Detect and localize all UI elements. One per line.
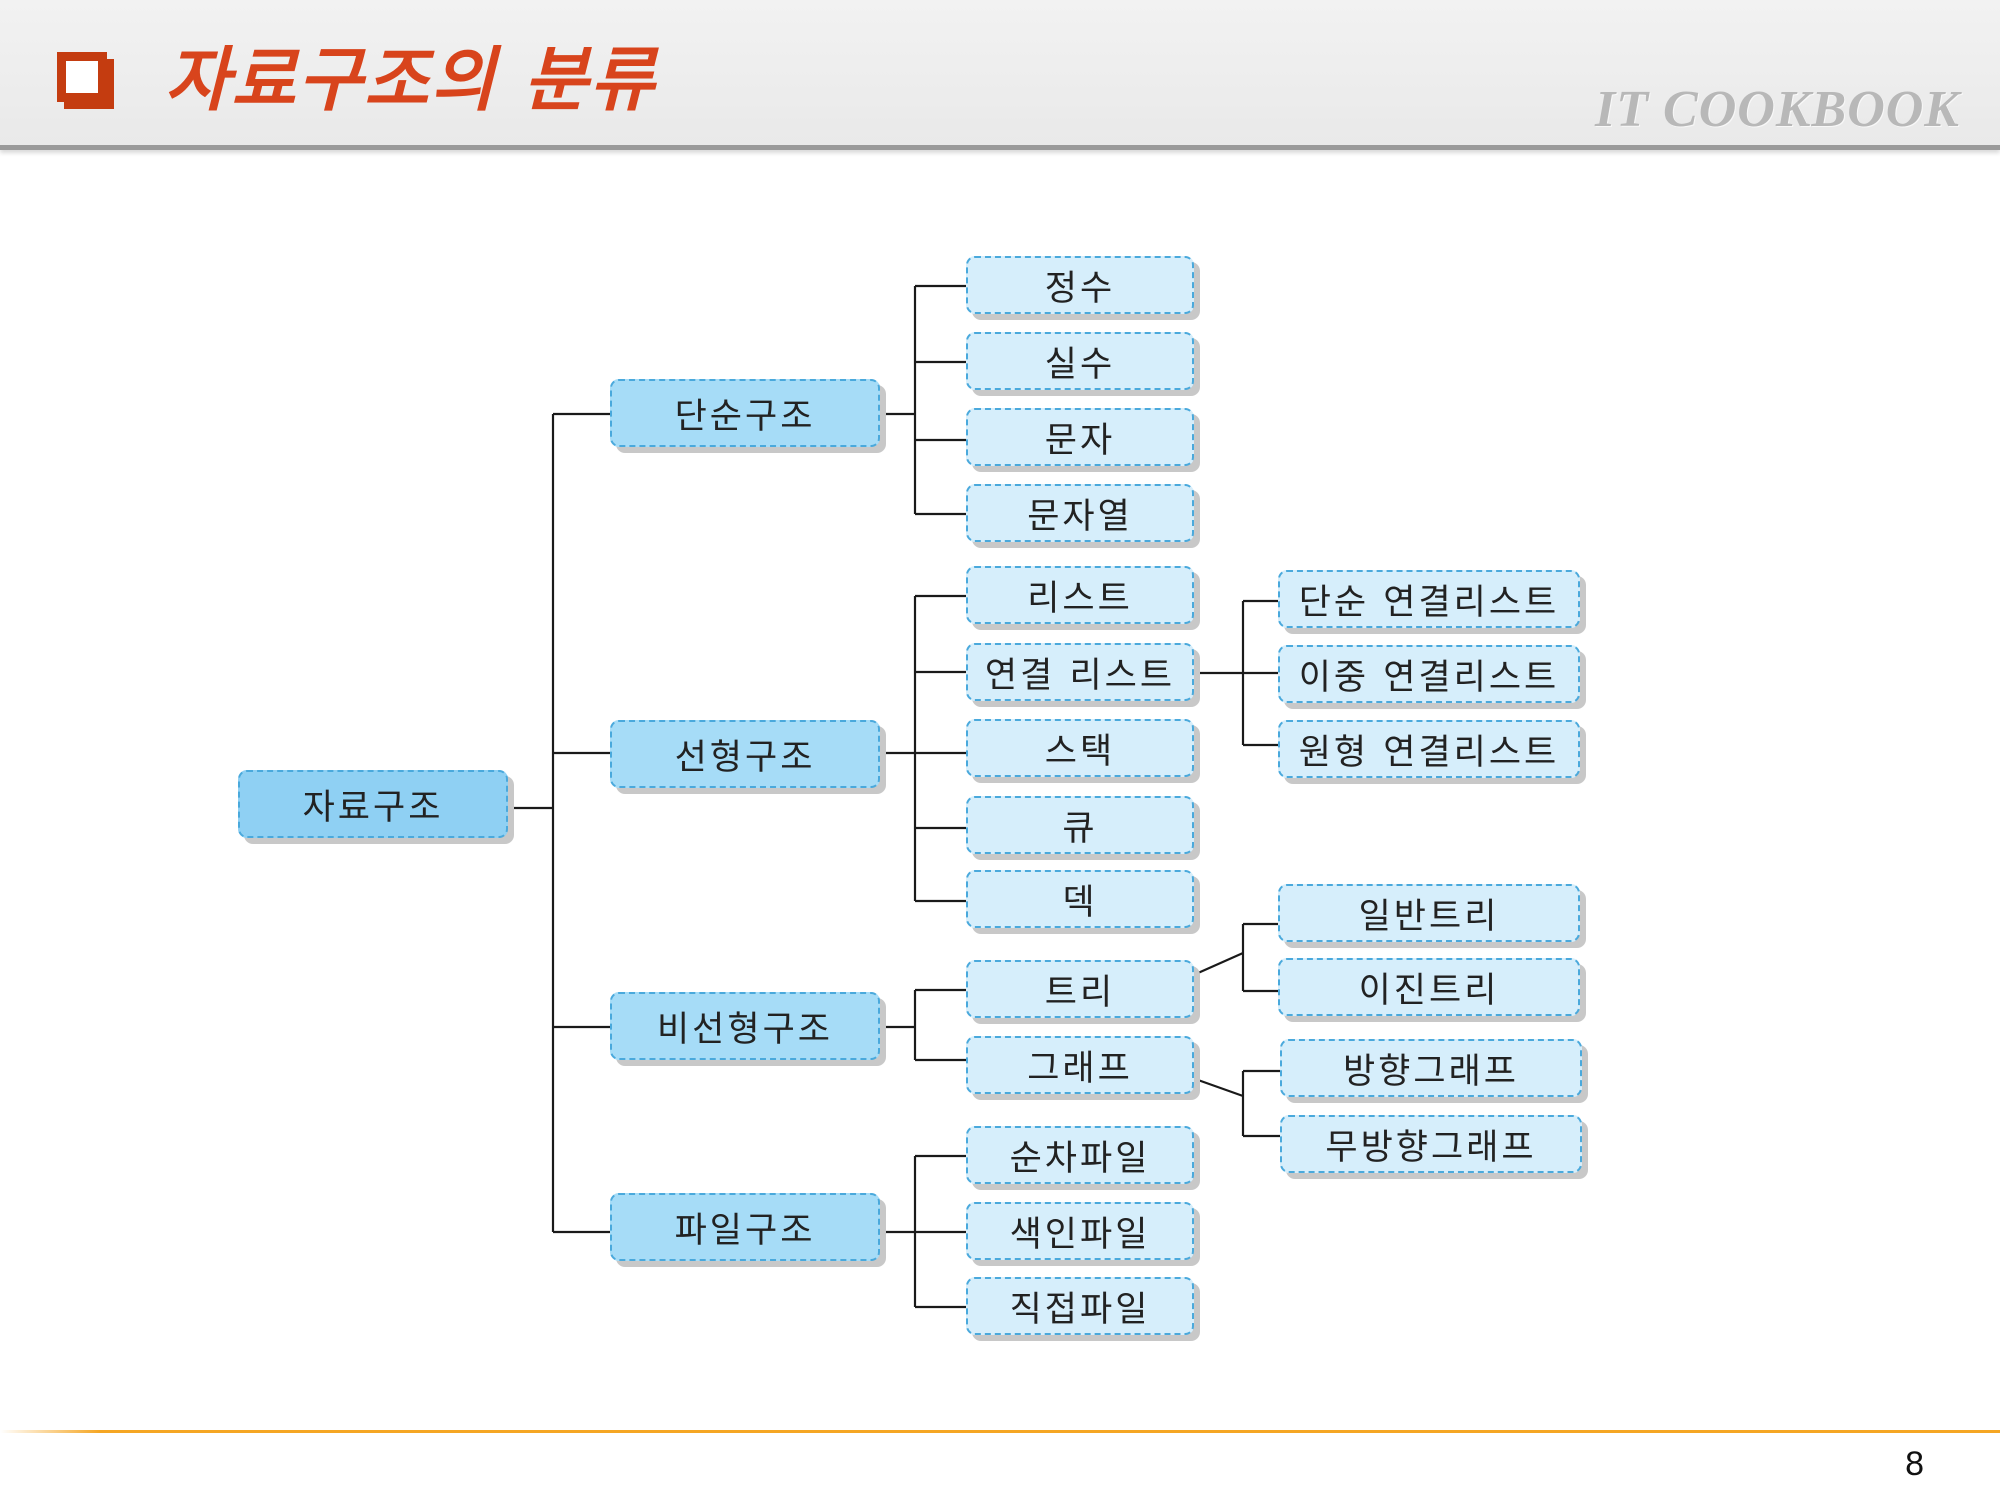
tree-connector	[1197, 922, 1280, 993]
node-direct-file: 직접파일	[966, 1277, 1194, 1335]
linear-connector	[882, 594, 968, 903]
node-tree: 트리	[966, 960, 1194, 1018]
brand-label: IT COOKBOOK	[1595, 81, 1960, 138]
footer-divider	[0, 1430, 2000, 1433]
node-real: 실수	[966, 332, 1194, 390]
node-nonlinear-structure: 비선형구조	[610, 992, 880, 1060]
nonlinear-connector	[882, 988, 968, 1062]
node-sequential-file: 순차파일	[966, 1126, 1194, 1184]
node-data-structure: 자료구조	[238, 770, 508, 838]
node-singly-linked-list: 단순 연결리스트	[1278, 570, 1580, 628]
linkedlist-connector	[1195, 599, 1280, 747]
node-linear-structure: 선형구조	[610, 720, 880, 788]
node-graph: 그래프	[966, 1036, 1194, 1094]
node-doubly-linked-list: 이중 연결리스트	[1278, 645, 1580, 703]
node-indexed-file: 색인파일	[966, 1202, 1194, 1260]
node-char: 문자	[966, 408, 1194, 466]
page-title: 자료구조의 분류	[165, 39, 657, 121]
node-directed-graph: 방향그래프	[1280, 1039, 1582, 1097]
node-list: 리스트	[966, 566, 1194, 624]
node-deque: 덱	[966, 870, 1194, 928]
node-integer: 정수	[966, 256, 1194, 314]
graph-connector	[1197, 1069, 1280, 1138]
file-connector	[882, 1154, 968, 1309]
node-string: 문자열	[966, 484, 1194, 542]
square-bullet-icon	[57, 52, 107, 102]
node-linked-list: 연결 리스트	[966, 643, 1194, 701]
node-queue: 큐	[966, 796, 1194, 854]
simple-connector	[882, 284, 968, 516]
node-undirected-graph: 무방향그래프	[1280, 1115, 1582, 1173]
node-file-structure: 파일구조	[610, 1193, 880, 1261]
node-circular-linked-list: 원형 연결리스트	[1278, 720, 1580, 778]
node-stack: 스택	[966, 719, 1194, 777]
slide-header: 자료구조의 분류 IT COOKBOOK	[0, 0, 2000, 150]
node-simple-structure: 단순구조	[610, 379, 880, 447]
page-number: 8	[1905, 1445, 1924, 1483]
root-connector	[512, 412, 612, 1234]
node-general-tree: 일반트리	[1278, 884, 1580, 942]
node-binary-tree: 이진트리	[1278, 958, 1580, 1016]
